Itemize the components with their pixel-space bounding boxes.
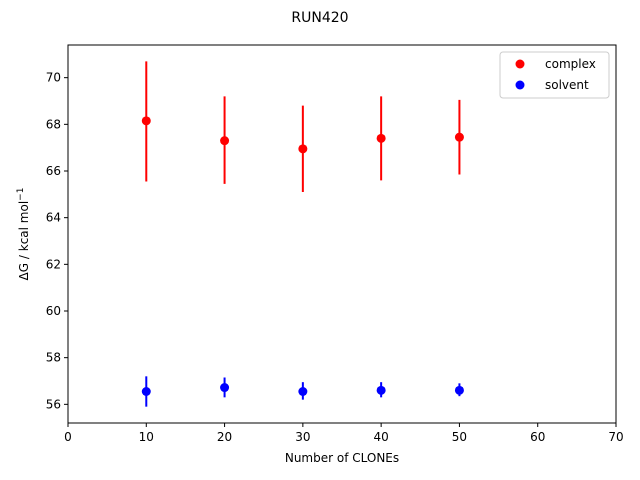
x-tick-label: 10 xyxy=(139,430,154,444)
y-axis-label-main: ΔG / kcal mol xyxy=(17,201,31,281)
y-tick-label: 70 xyxy=(46,71,61,85)
y-axis: 56 58 60 62 64 66 68 70 xyxy=(46,71,68,411)
x-tick-label: 70 xyxy=(608,430,623,444)
solvent-data-point xyxy=(298,387,308,396)
y-tick-label: 68 xyxy=(46,117,61,131)
plot-marks xyxy=(141,61,464,407)
x-tick-label: 40 xyxy=(374,430,389,444)
legend-label-complex: complex xyxy=(545,57,596,71)
y-tick-label: 58 xyxy=(46,351,61,365)
legend: complex solvent xyxy=(499,51,610,99)
y-axis-label-superscript: −1 xyxy=(16,188,26,201)
x-tick-label: 50 xyxy=(452,430,467,444)
complex-data-point xyxy=(454,132,464,142)
y-tick-label: 56 xyxy=(46,397,61,411)
x-tick-label: 0 xyxy=(64,430,72,444)
solvent-data-point xyxy=(376,385,386,395)
chart-title: RUN420 xyxy=(291,10,348,26)
x-tick-label: 20 xyxy=(217,430,232,444)
legend-label-solvent: solvent xyxy=(545,78,589,92)
x-tick-label: 60 xyxy=(530,430,545,444)
plot-frame xyxy=(67,44,617,424)
solvent-data-point xyxy=(220,383,230,393)
x-tick-label: 30 xyxy=(295,430,310,444)
x-axis: 0 10 20 30 40 50 60 70 xyxy=(64,423,624,444)
legend-box xyxy=(499,51,610,99)
y-tick-label: 64 xyxy=(46,211,61,225)
y-tick-label: 60 xyxy=(46,304,61,318)
complex-data-point xyxy=(141,116,151,126)
y-tick-label: 66 xyxy=(46,164,61,178)
legend-marker-solvent xyxy=(515,80,525,90)
legend-marker-complex xyxy=(515,59,525,69)
complex-data-point xyxy=(376,133,386,143)
complex-data-point xyxy=(298,144,308,154)
y-axis-label: ΔG / kcal mol−1 xyxy=(16,188,31,281)
solvent-data-point xyxy=(141,387,151,396)
complex-data-point xyxy=(220,136,230,146)
y-tick-label: 62 xyxy=(46,257,61,271)
x-axis-label: Number of CLONEs xyxy=(285,451,399,465)
solvent-data-point xyxy=(454,385,464,395)
